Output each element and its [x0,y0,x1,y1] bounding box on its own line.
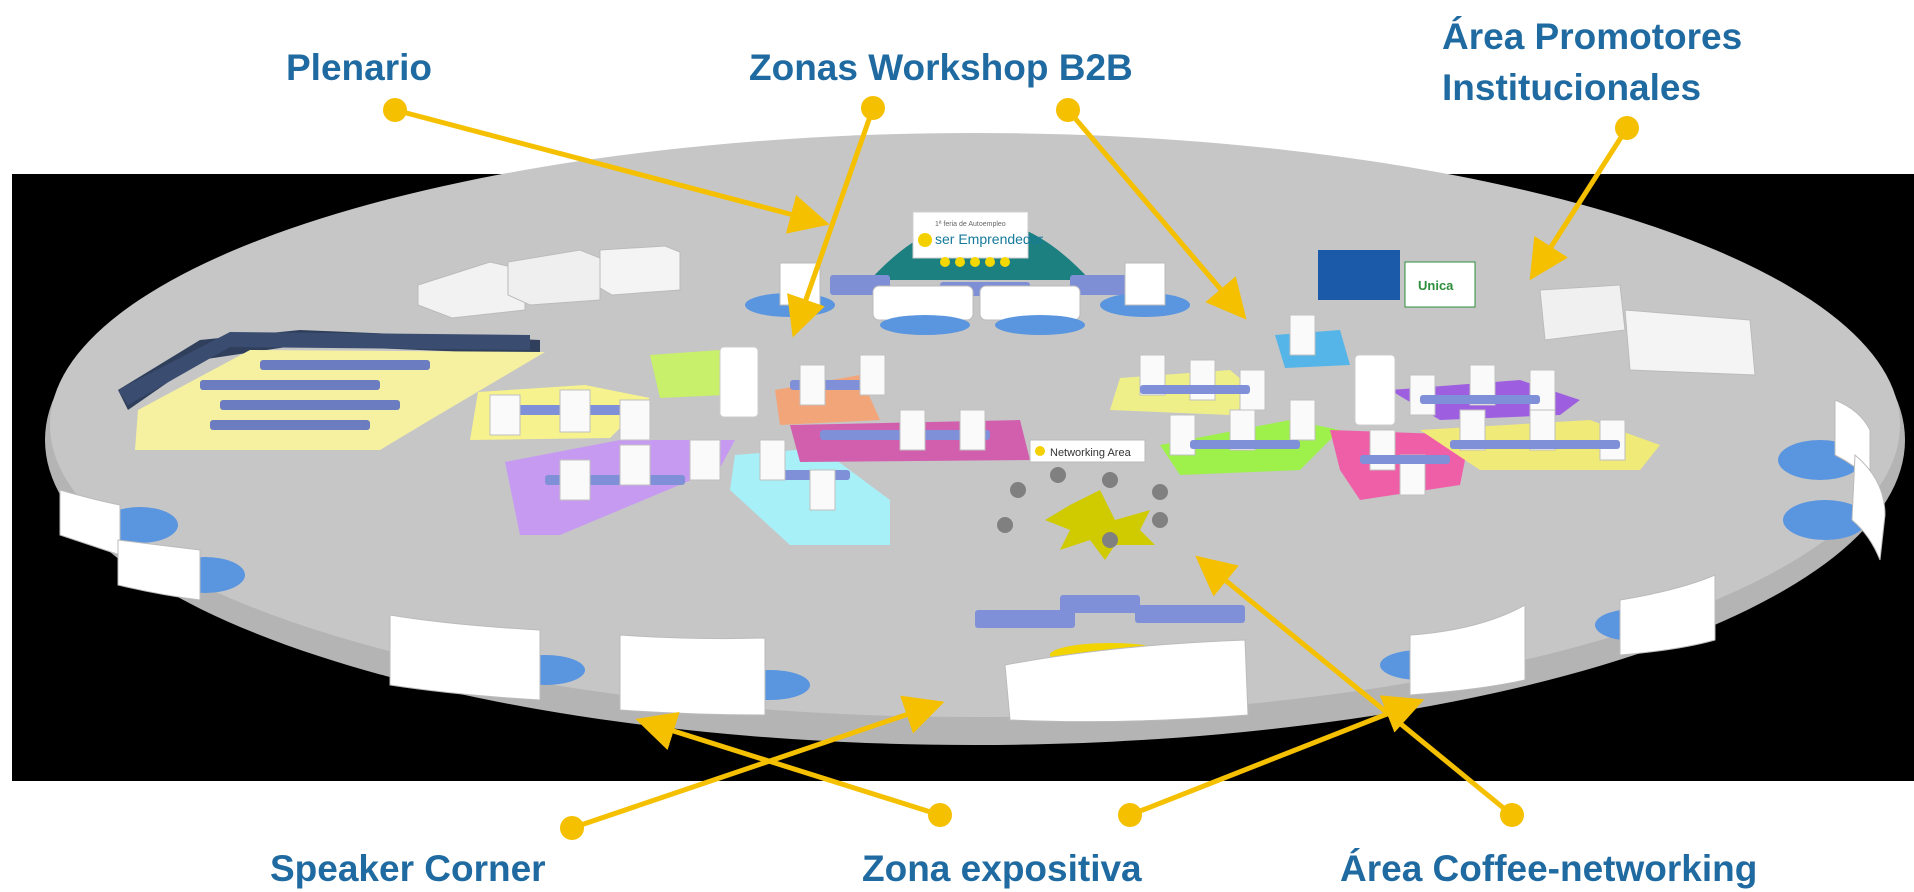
label-coffee: Área Coffee-networking [1340,848,1758,889]
networking-sun-icon [1035,446,1045,456]
sun-logo-icon [918,233,932,247]
workshop-left-partitions [489,354,986,511]
stage-screen-brand: ser Emprendedor [935,231,1044,247]
workshop-right-chairs [1140,385,1620,464]
booths-left [417,245,681,319]
networking-sign-text: Networking Area [1050,447,1132,459]
plenario-chairs [200,360,430,430]
networking-sign [1029,439,1146,463]
unica-sign: Unica [1418,278,1454,293]
booths-right: Unica [1318,250,1756,376]
label-promotores-line2: Institucionales [1442,67,1702,108]
plenario-wall-back [118,332,530,405]
label-expositiva: Zona expositiva [862,848,1142,889]
coffee-tables [997,467,1168,548]
label-speaker: Speaker Corner [270,848,546,889]
label-workshop: Zonas Workshop B2B [749,47,1133,88]
label-promotores-line1: Área Promotores [1442,16,1743,57]
label-plenario: Plenario [286,47,432,88]
coffee-star [1045,490,1155,560]
stage-chairs [940,257,1010,267]
stage-screen-small: 1ª feria de Autoempleo [935,221,1006,228]
stage-screen [912,211,1029,259]
